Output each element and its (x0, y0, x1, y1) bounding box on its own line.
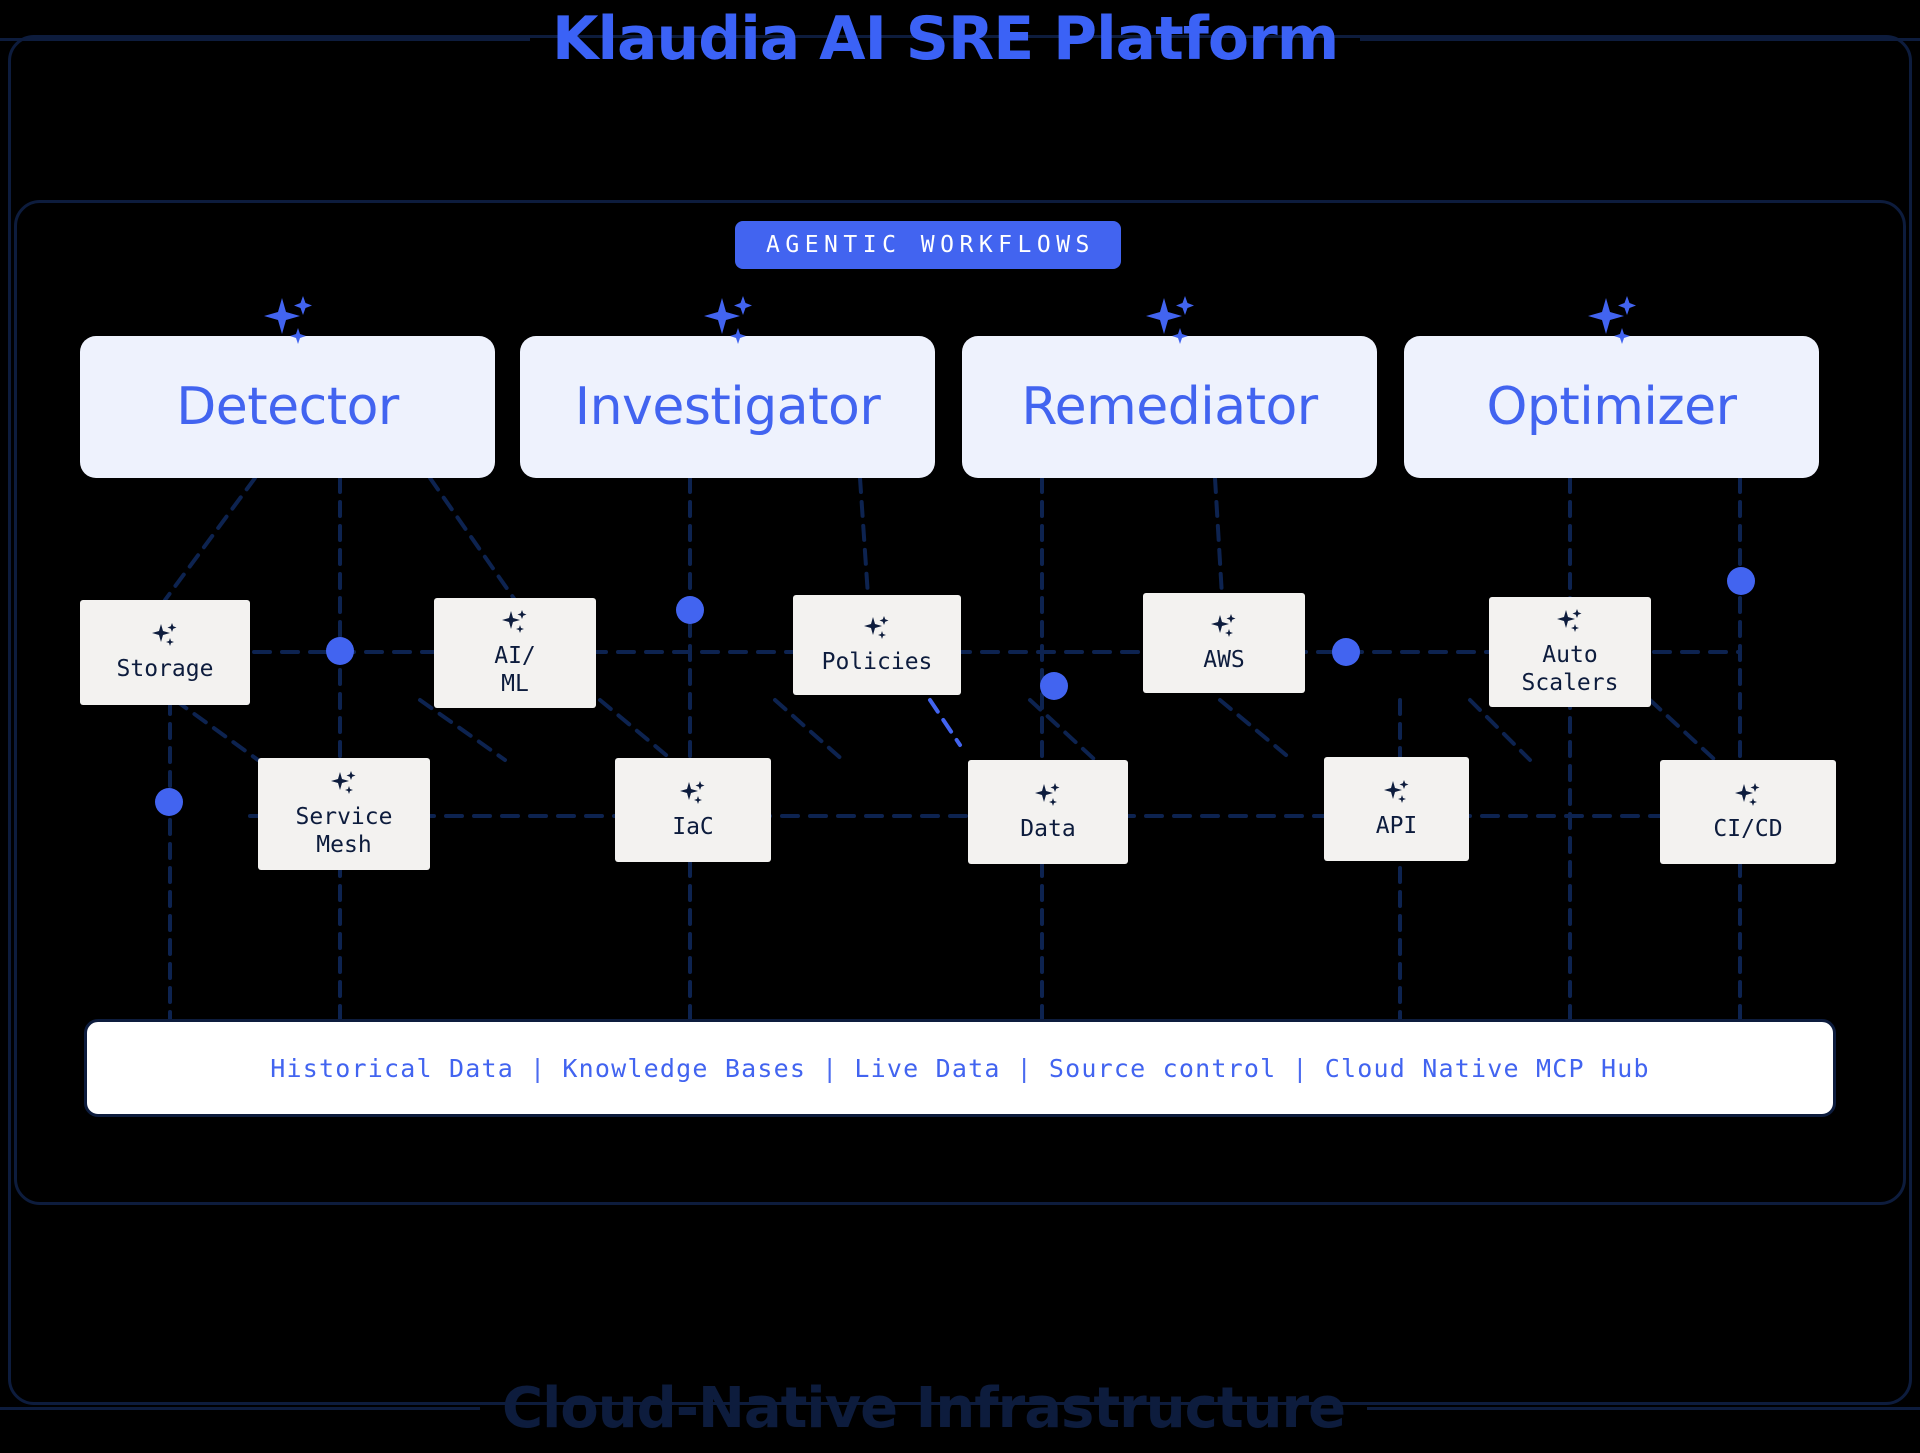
footer-title: Cloud-Native Infrastructure (502, 1375, 1346, 1441)
data-source-historical-data[interactable]: Historical Data (270, 1053, 515, 1083)
title-rule-left (0, 37, 530, 41)
source-separator: | (1292, 1053, 1309, 1083)
tech-node-ai-ml[interactable]: AI/ ML (434, 598, 596, 708)
data-flow-dot (676, 596, 704, 624)
tech-node-api[interactable]: API (1324, 757, 1469, 861)
source-separator: | (822, 1053, 839, 1083)
sparkle-icon (1382, 778, 1412, 808)
sparkle-icon (1033, 781, 1063, 811)
sparkle-icon (329, 769, 359, 799)
infrastructure-title-row: Cloud-Native Infrastructure (0, 1368, 1920, 1448)
agent-card-optimizer[interactable]: Optimizer (1404, 296, 1819, 478)
data-source-knowledge-bases[interactable]: Knowledge Bases (562, 1053, 807, 1083)
sparkle-icon (1733, 781, 1763, 811)
data-sources-list: Historical Data | Knowledge Bases | Live… (270, 1054, 1649, 1083)
tech-node-data[interactable]: Data (968, 760, 1128, 864)
sparkle-icon (678, 779, 708, 809)
agent-card-remediator[interactable]: Remediator (962, 296, 1377, 478)
data-flow-dot (155, 788, 183, 816)
agent-label: Investigator (574, 377, 881, 437)
data-source-cloud-native-mcp-hub[interactable]: Cloud Native MCP Hub (1324, 1053, 1650, 1083)
agent-card-investigator[interactable]: Investigator (520, 296, 935, 478)
data-source-live-data[interactable]: Live Data (854, 1053, 1001, 1083)
source-separator: | (530, 1053, 547, 1083)
data-flow-dot (1040, 672, 1068, 700)
node-label: Policies (821, 648, 933, 675)
data-flow-dot (326, 637, 354, 665)
sparkle-icon (1582, 292, 1642, 352)
node-label: Service Mesh (295, 803, 393, 858)
footer-rule-left (0, 1406, 480, 1410)
tech-node-service-mesh[interactable]: Service Mesh (258, 758, 430, 870)
tech-node-cicd[interactable]: CI/CD (1660, 760, 1836, 864)
node-label: CI/CD (1713, 815, 1783, 842)
sparkle-icon (862, 614, 892, 644)
sparkle-icon (500, 608, 530, 638)
sparkle-icon (1555, 607, 1585, 637)
sparkle-icon (1140, 292, 1200, 352)
data-sources-bar[interactable]: Historical Data | Knowledge Bases | Live… (84, 1019, 1836, 1117)
sparkle-icon (1209, 612, 1239, 642)
page-title: Klaudia AI SRE Platform (552, 4, 1339, 74)
platform-title-row: Klaudia AI SRE Platform (0, 2, 1920, 76)
source-separator: | (1016, 1053, 1033, 1083)
tech-node-policies[interactable]: Policies (793, 595, 961, 695)
data-source-source-control[interactable]: Source control (1048, 1053, 1277, 1083)
tech-node-aws[interactable]: AWS (1143, 593, 1305, 693)
node-label: AWS (1203, 646, 1245, 673)
tech-node-iac[interactable]: IaC (615, 758, 771, 862)
agent-label: Remediator (1021, 377, 1318, 437)
data-flow-dot (1332, 638, 1360, 666)
agent-card-detector[interactable]: Detector (80, 296, 495, 478)
sparkle-icon (258, 292, 318, 352)
agentic-workflows-badge: AGENTIC WORKFLOWS (735, 221, 1121, 269)
footer-rule-right (1367, 1406, 1920, 1410)
data-flow-dot (1727, 567, 1755, 595)
sparkle-icon (150, 621, 180, 651)
agent-label: Detector (176, 377, 399, 437)
node-label: Auto Scalers (1521, 641, 1619, 696)
tech-node-storage[interactable]: Storage (80, 600, 250, 705)
sparkle-icon (698, 292, 758, 352)
node-label: Storage (116, 656, 214, 683)
node-label: IaC (672, 813, 714, 840)
node-label: API (1375, 812, 1418, 839)
node-label: Data (1020, 815, 1076, 842)
node-label: AI/ ML (494, 642, 536, 697)
agent-label: Optimizer (1486, 377, 1737, 437)
title-rule-right (1360, 37, 1920, 41)
tech-node-auto-scalers[interactable]: Auto Scalers (1489, 597, 1651, 707)
